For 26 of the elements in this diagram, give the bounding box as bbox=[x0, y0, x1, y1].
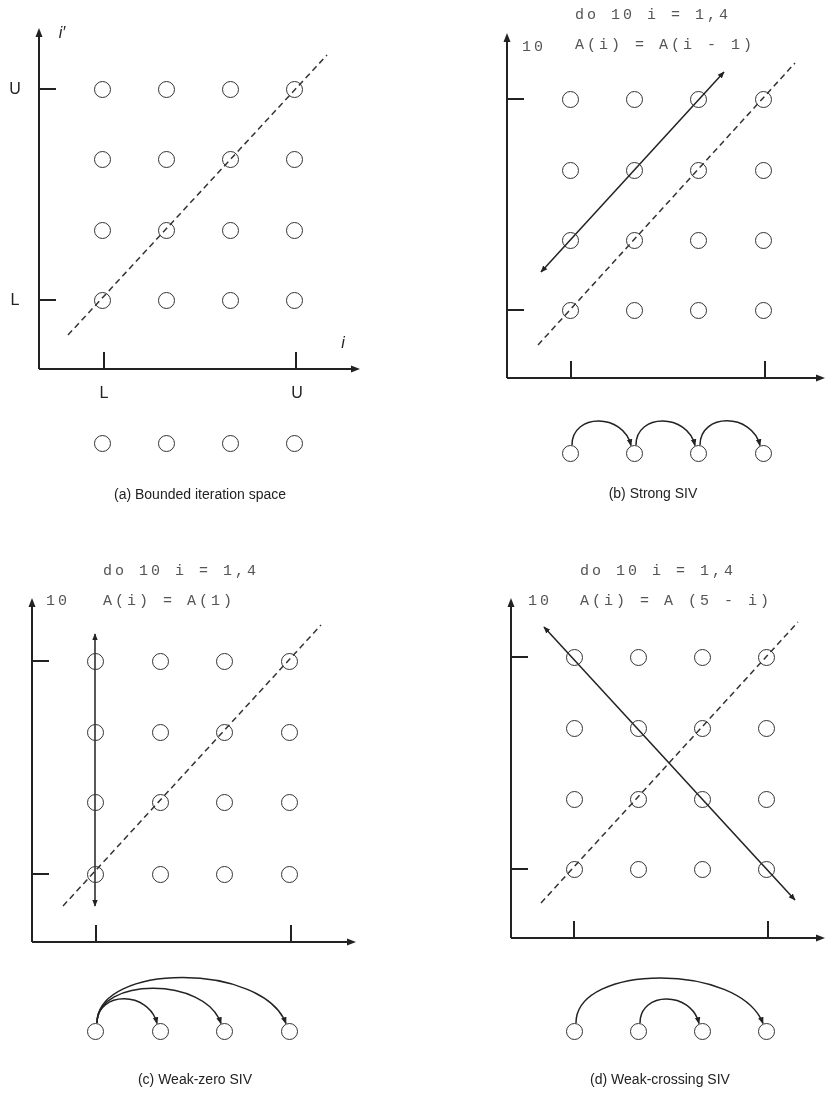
arrow bbox=[639, 998, 700, 1025]
code-text: 10 bbox=[46, 593, 70, 609]
axis-label: U bbox=[291, 385, 303, 401]
caption: (a) Bounded iteration space bbox=[114, 487, 286, 501]
axis-label: i′ bbox=[58, 25, 66, 41]
arrow bbox=[699, 420, 761, 447]
arrow bbox=[575, 977, 764, 1025]
code-text: A(i) = A (5 - i) bbox=[580, 593, 773, 609]
arrow bbox=[96, 976, 287, 1025]
axis-label: L bbox=[99, 385, 109, 401]
code-text: do 10 i = 1,4 bbox=[580, 563, 737, 579]
caption: (c) Weak-zero SIV bbox=[137, 1072, 253, 1086]
axis-label: i bbox=[341, 335, 345, 351]
caption: (b) Strong SIV bbox=[608, 486, 698, 500]
axis-label: U bbox=[9, 81, 21, 97]
code-text: 10 bbox=[528, 593, 552, 609]
code-text: A(i) = A(1) bbox=[103, 593, 236, 609]
axis-label: L bbox=[10, 292, 20, 308]
arrow bbox=[571, 420, 632, 447]
caption: (d) Weak-crossing SIV bbox=[590, 1072, 730, 1086]
arrow bbox=[96, 987, 222, 1025]
code-text: do 10 i = 1,4 bbox=[103, 563, 260, 579]
code-text: 10 bbox=[522, 39, 546, 55]
code-text: do 10 i = 1,4 bbox=[575, 7, 732, 23]
code-text: A(i) = A(i - 1) bbox=[575, 37, 756, 53]
arrow bbox=[635, 420, 696, 447]
